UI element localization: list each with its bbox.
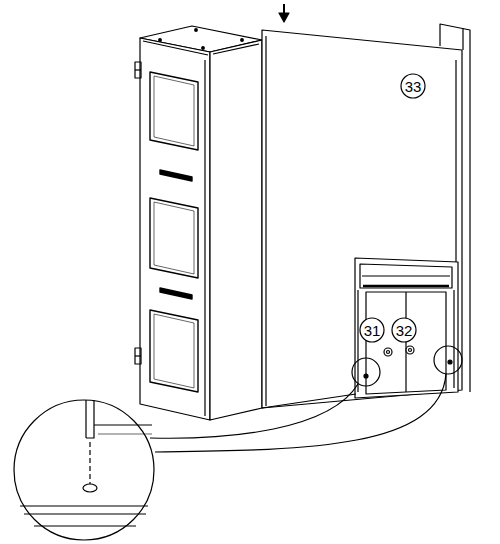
callout-number: 31 <box>364 323 381 338</box>
hinges <box>135 62 141 364</box>
window-openings <box>150 72 198 392</box>
cabinet <box>140 26 262 420</box>
pin-detail-zoom <box>14 400 154 540</box>
callout-circles <box>360 74 425 342</box>
callout-number: 32 <box>396 323 413 338</box>
callout-number: 33 <box>405 79 422 94</box>
detail-leaders <box>150 346 462 452</box>
access-opening <box>262 258 458 408</box>
down-arrow <box>279 4 289 22</box>
side-panel <box>262 30 462 408</box>
